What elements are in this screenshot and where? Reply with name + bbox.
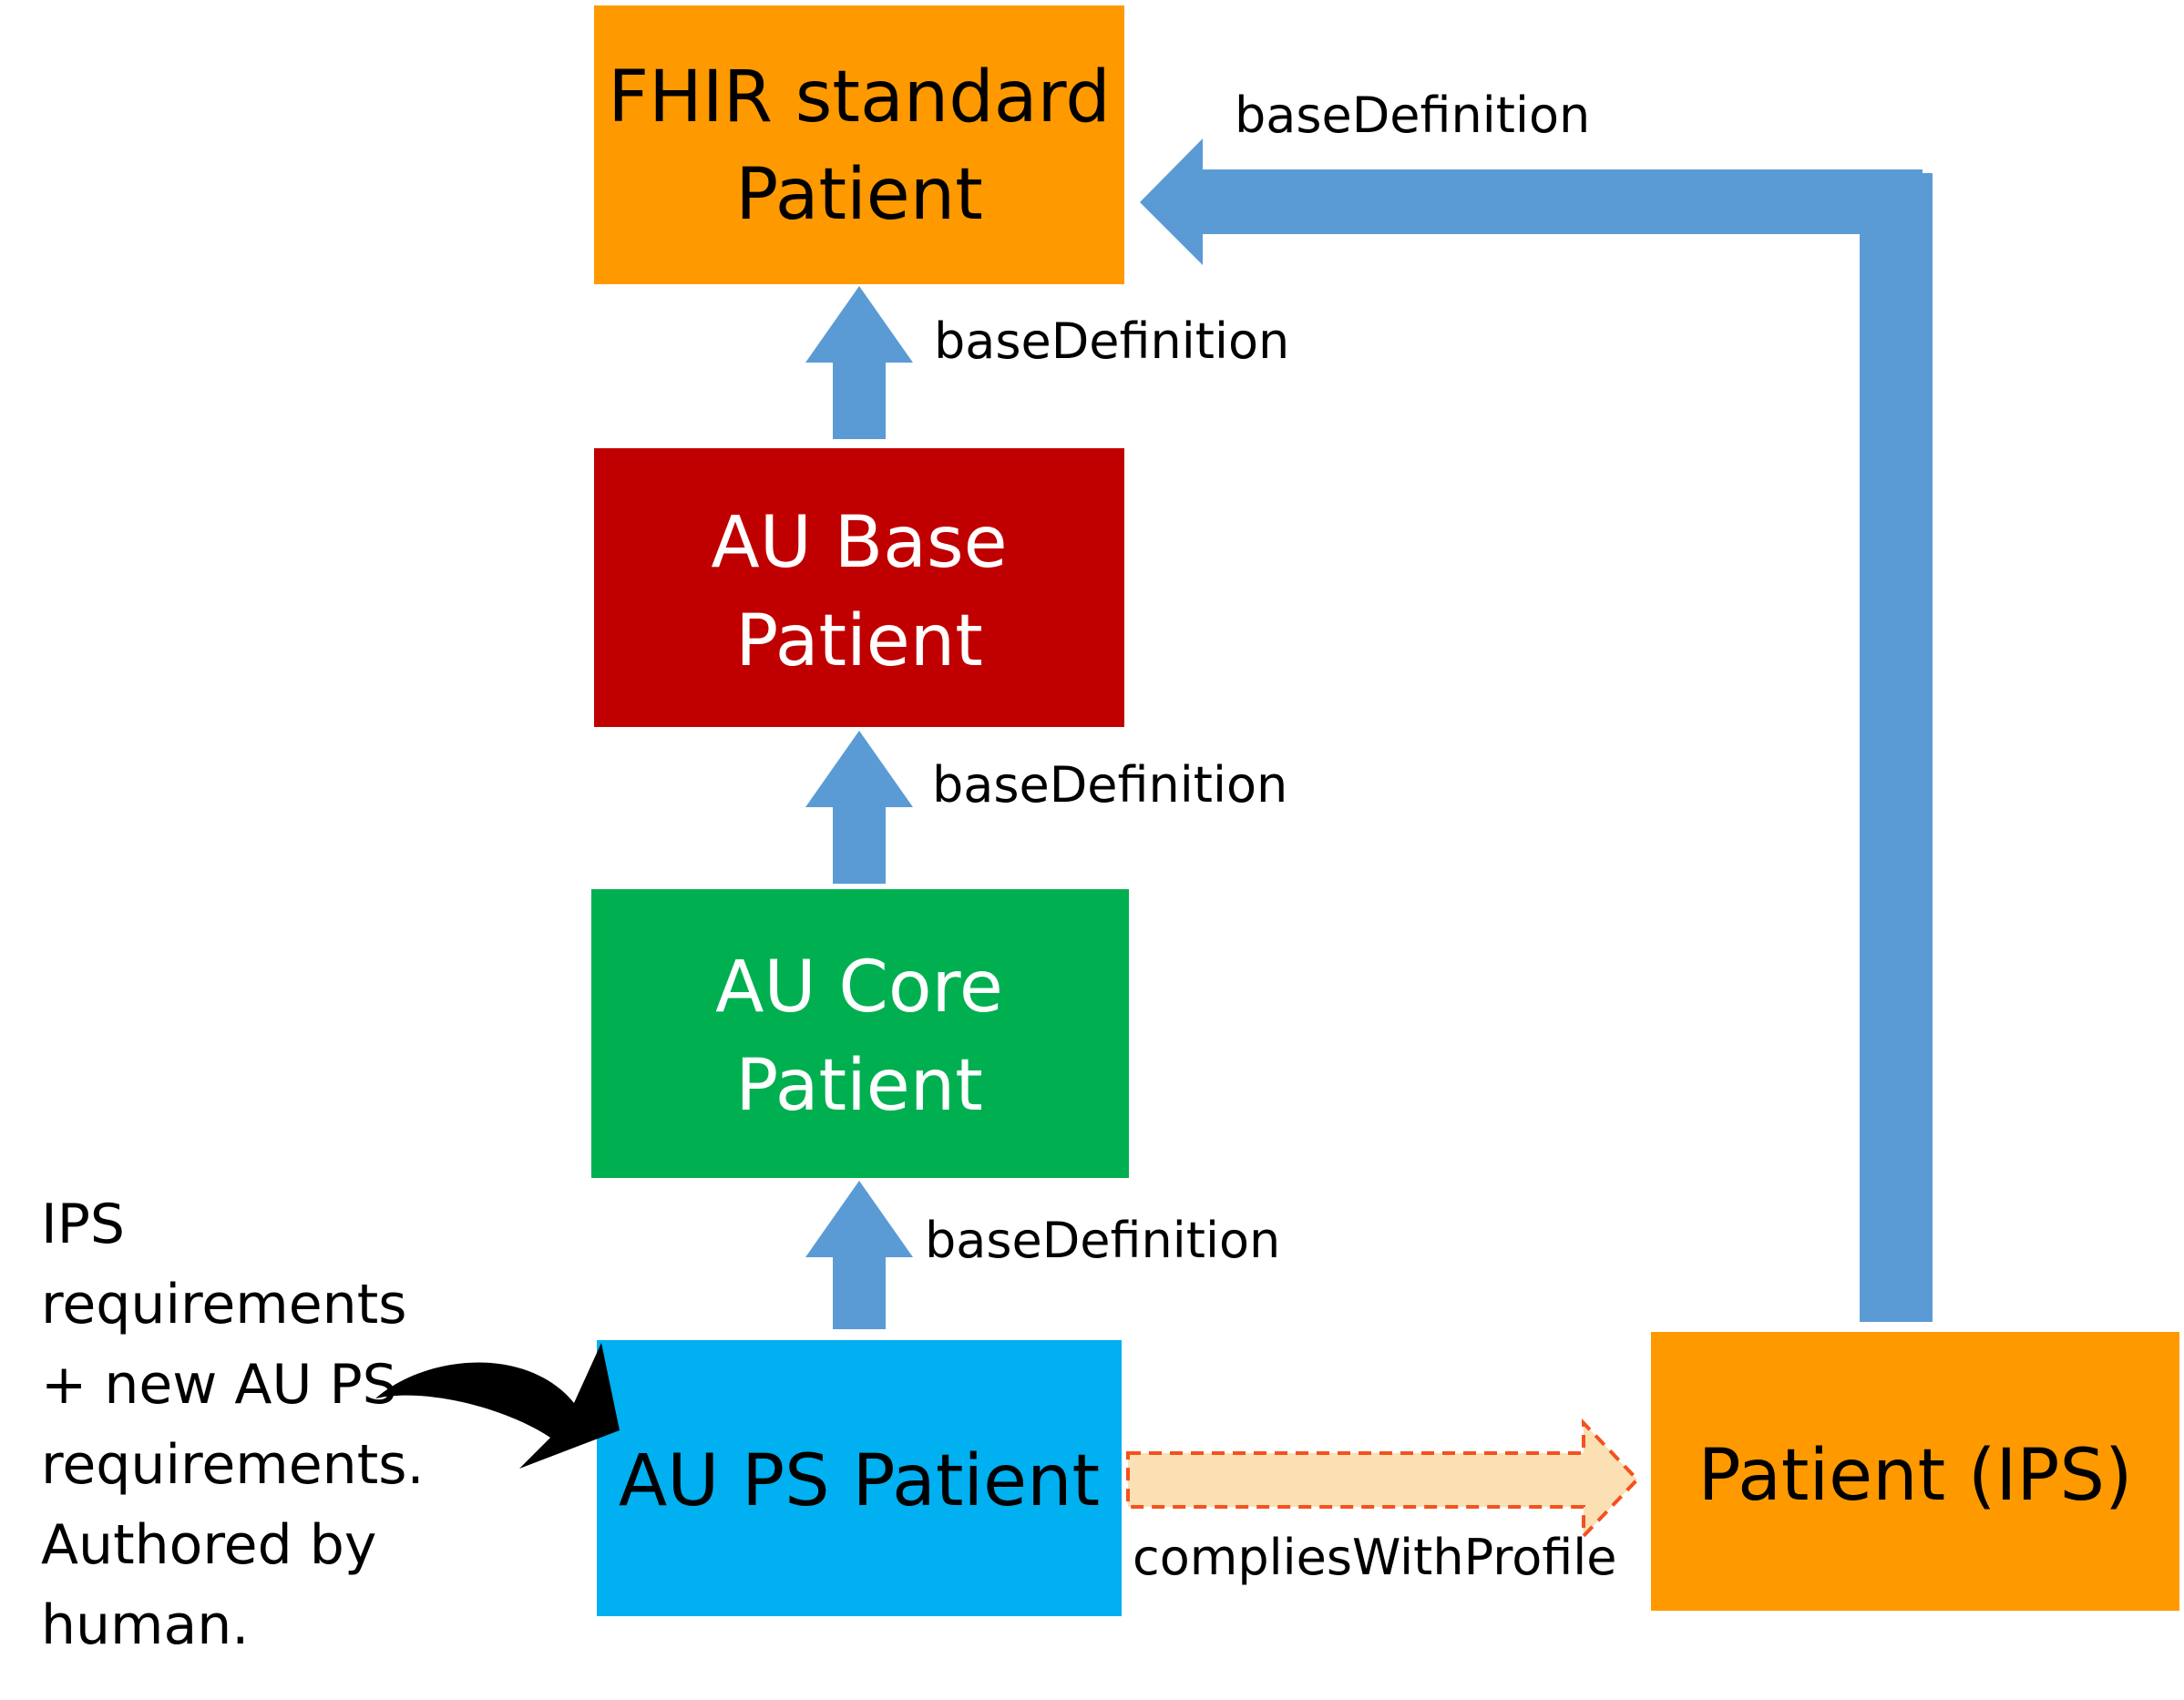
fhir-standard-patient-line1: FHIR standard <box>608 56 1110 138</box>
curved-arrow-shape <box>375 1343 620 1469</box>
note-line-3: + new AU PS <box>41 1353 397 1417</box>
arrow-ips-to-fhir: baseDefinition <box>1140 87 1933 1322</box>
note-line-5: Authored by <box>41 1513 376 1577</box>
ips-patient-box <box>1651 1332 2179 1611</box>
au-ps-patient-label: AU PS Patient <box>619 1440 1100 1522</box>
dashed-arrow-shape <box>1126 1418 1640 1541</box>
fhir-standard-patient-line2: Patient <box>735 154 983 236</box>
edge-label-au-core-to-au-base: baseDefinition <box>932 756 1287 814</box>
au-base-patient-box <box>594 448 1124 727</box>
au-base-patient-line1: AU Base <box>711 502 1007 584</box>
requirements-note: IPS requirements + new AU PS requirement… <box>41 1193 425 1657</box>
edge-label-au-base-to-fhir: baseDefinition <box>934 312 1289 370</box>
au-core-patient-box <box>591 889 1129 1178</box>
note-line-4: requirements. <box>41 1433 425 1497</box>
edge-label-au-ps-to-ips: compliesWithProfile <box>1133 1529 1616 1586</box>
note-line-1: IPS <box>41 1193 125 1256</box>
fhir-standard-patient-node: FHIR standard Patient <box>594 5 1124 284</box>
au-ps-patient-box <box>597 1340 1122 1616</box>
au-core-patient-node: AU Core Patient <box>591 889 1129 1178</box>
arrow-au-core-to-au-base: baseDefinition <box>805 731 1287 884</box>
au-base-patient-node: AU Base Patient <box>594 448 1124 727</box>
note-line-6: human. <box>41 1593 249 1657</box>
up-arrow-shape <box>805 1181 913 1329</box>
fhir-standard-patient-box <box>594 5 1124 284</box>
ips-patient-node: Patient (IPS) <box>1651 1332 2179 1611</box>
edge-label-au-ps-to-au-core: baseDefinition <box>925 1212 1280 1269</box>
arrow-au-ps-to-ips: compliesWithProfile <box>1126 1418 1640 1586</box>
au-base-patient-line2: Patient <box>735 600 983 682</box>
up-arrow-shape <box>805 286 913 439</box>
note-line-2: requirements <box>41 1273 406 1336</box>
au-core-patient-line1: AU Core <box>715 947 1003 1029</box>
au-ps-patient-node: AU PS Patient <box>597 1340 1122 1616</box>
au-core-patient-line2: Patient <box>735 1045 983 1127</box>
curved-arrow-note-to-au-ps <box>375 1343 620 1469</box>
arrow-au-ps-to-au-core: baseDefinition <box>805 1181 1280 1329</box>
arrow-au-base-to-fhir: baseDefinition <box>805 286 1289 439</box>
ips-patient-label: Patient (IPS) <box>1698 1435 2133 1517</box>
up-arrow-shape <box>805 731 913 884</box>
edge-label-ips-to-fhir: baseDefinition <box>1235 87 1590 144</box>
